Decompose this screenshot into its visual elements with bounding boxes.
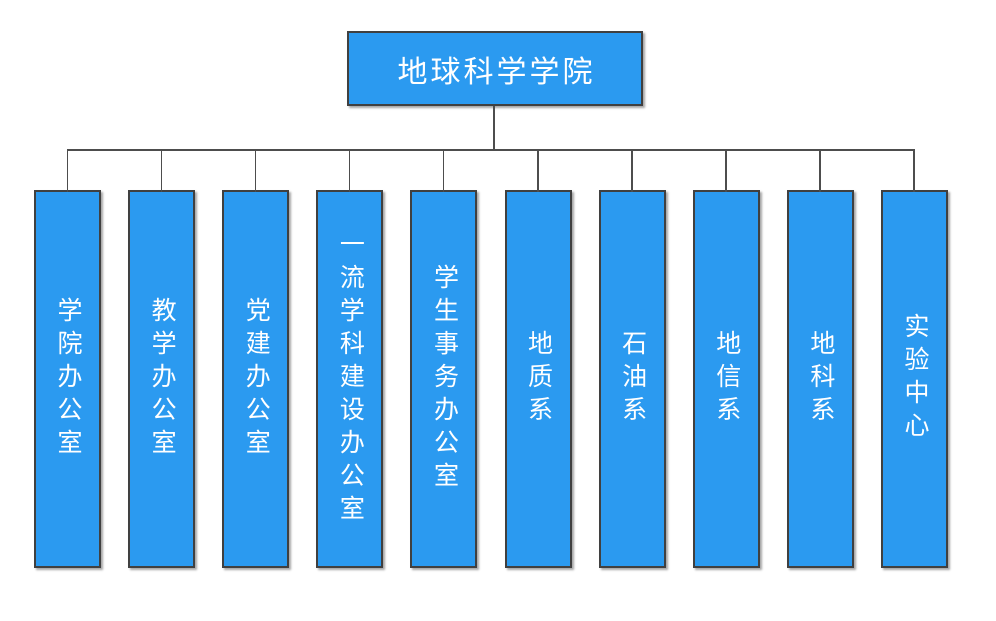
org-node-experiment-center: 实验中心 xyxy=(880,151,948,568)
org-node-college-office: 学院办公室 xyxy=(34,151,101,568)
org-node-root: 地球科学学院 xyxy=(347,31,643,106)
connector-stub xyxy=(725,151,727,192)
org-node-label: 党建办公室 xyxy=(242,296,271,462)
org-node-petroleum-dept: 石油系 xyxy=(598,151,666,568)
org-node-label: 学生事务办公室 xyxy=(430,263,459,495)
org-children-row: 学院办公室 教学办公室 党建办公室 一流学科建设办公室 学生事务办公室 地质系 … xyxy=(34,151,948,568)
org-node-first-class-discipline-office: 一流学科建设办公室 xyxy=(316,151,384,568)
connector-stub xyxy=(348,151,351,192)
org-node-geoinformation-dept: 地信系 xyxy=(692,151,760,568)
connector-stub xyxy=(66,151,68,192)
org-node-geology-dept: 地质系 xyxy=(504,151,572,568)
org-node-party-building-office: 党建办公室 xyxy=(222,151,290,568)
org-node-label: 地质系 xyxy=(524,329,553,429)
connector-horizontal-line xyxy=(67,149,915,151)
org-node-teaching-office: 教学办公室 xyxy=(128,151,196,568)
connector-stub xyxy=(631,151,633,192)
org-node-label: 石油系 xyxy=(618,329,647,429)
connector-stub xyxy=(913,151,915,192)
connector-stub xyxy=(537,151,539,192)
org-node-label: 一流学科建设办公室 xyxy=(336,230,365,528)
connector-root-stub xyxy=(493,106,495,150)
org-node-label: 地科系 xyxy=(806,329,835,429)
org-node-root-label: 地球科学学院 xyxy=(397,55,596,89)
org-node-earth-science-dept: 地科系 xyxy=(786,151,854,568)
connector-stub xyxy=(442,151,445,192)
org-node-label: 实验中心 xyxy=(900,313,929,445)
org-node-label: 学院办公室 xyxy=(54,296,82,462)
org-node-student-affairs-office: 学生事务办公室 xyxy=(410,151,478,568)
connector-stub xyxy=(254,151,257,192)
connector-stub xyxy=(819,151,821,192)
connector-stub xyxy=(160,151,163,192)
org-node-label: 教学办公室 xyxy=(148,296,177,462)
org-node-label: 地信系 xyxy=(712,329,741,429)
